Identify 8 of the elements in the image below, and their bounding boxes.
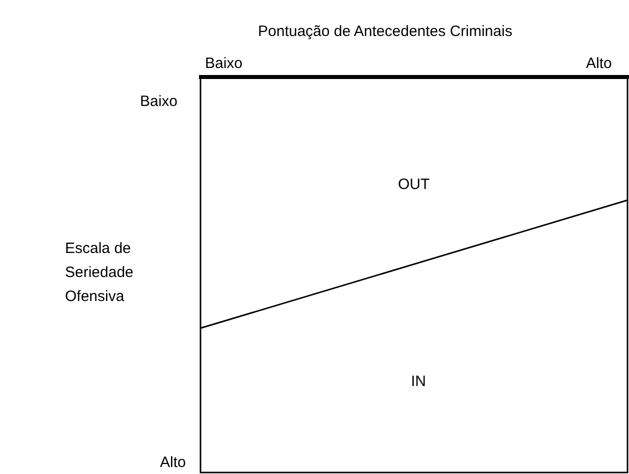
axis-tick-label: Alto: [586, 54, 612, 74]
axis-title: Escala de Seriedade Ofensiva: [65, 239, 134, 307]
axis-tick-label: Alto: [160, 453, 186, 473]
axis-tick-label: Baixo: [140, 92, 178, 112]
axis-title: Pontuação de Antecedentes Criminais: [258, 22, 512, 42]
axis-tick-label: Baixo: [205, 54, 243, 74]
region-label: IN: [411, 372, 426, 392]
region-label: OUT: [398, 175, 430, 195]
